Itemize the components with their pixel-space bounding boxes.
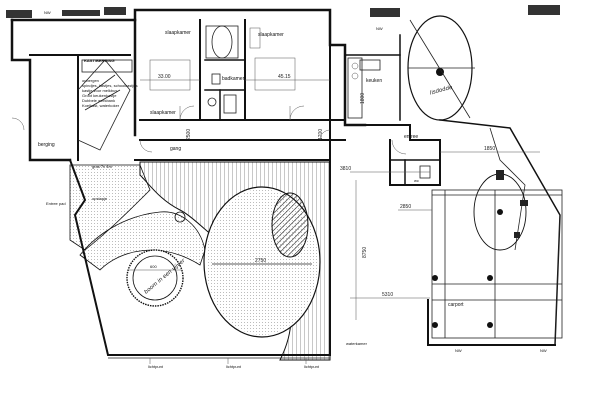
room-label-carport: carport <box>448 302 464 308</box>
kitchen-block <box>77 59 133 151</box>
dimension-d9: 1700 <box>318 129 324 140</box>
annotation-gras: gras 7x 4m <box>92 164 112 169</box>
dimension-lines <box>140 79 540 320</box>
kitchen-notes-title: KAST/BERGING <box>84 58 115 63</box>
room-label-berging: berging <box>38 142 55 148</box>
compass-label-nw-1: NW <box>44 10 51 15</box>
dimension-d8: 3810 <box>340 166 351 172</box>
dimension-d10: 2500 <box>186 129 192 140</box>
room-label-waterkamer: waterkamer <box>346 341 368 346</box>
large-tree-circle <box>407 15 475 121</box>
compass-label-nw-4: NW <box>540 348 547 353</box>
kitchen-note-line-3: kastje voor melkbus <box>82 88 117 93</box>
room-label-badkamer: badkamer <box>222 76 245 82</box>
tree-planter <box>126 211 186 307</box>
entry-wc-block <box>364 124 441 186</box>
annotation-hoogte: 600 <box>150 264 157 269</box>
room-label-slaapkamer-3: slaapkamer <box>150 110 176 116</box>
dimension-d6: 2850 <box>400 204 411 210</box>
room-label-slaapkamer-1: slaapkamer <box>165 30 191 36</box>
annotation-entreepad: Entree pad <box>46 201 66 206</box>
kitchen-note-line-4: Groot keukenkastje <box>82 93 117 98</box>
annotation-boom: lisdodde <box>429 85 454 97</box>
compass-label-nw-3: NW <box>455 348 462 353</box>
carport <box>427 189 563 346</box>
dimension-d1: 33.00 <box>158 74 171 80</box>
door-swings <box>11 105 331 153</box>
bottom-markers <box>149 358 307 364</box>
dimension-d11: 1800 <box>360 93 366 104</box>
boundary-hatching <box>6 5 560 18</box>
dimension-d5: 8750 <box>362 247 368 258</box>
dimension-d7: 1850 <box>484 146 495 152</box>
house-walls <box>10 8 401 162</box>
bottom-label-3: lichtpunt <box>304 364 320 369</box>
compass-label-nw-2: NW <box>376 26 383 31</box>
lawn-circle <box>203 186 321 338</box>
bottom-label-2: lichtpunt <box>226 364 242 369</box>
kitchen-right-units <box>347 57 381 119</box>
dimension-d2: 45.15 <box>278 74 291 80</box>
garden-boundary <box>68 158 331 359</box>
kitchen-note-line-6: Koelkast, waterkoker <box>82 103 120 108</box>
kitchen-note-line-5: Dubbele werkbank <box>82 98 115 103</box>
dimension-d3: 2750 <box>255 258 266 264</box>
room-label-slaapkamer-2: slaapkamer <box>258 32 284 38</box>
bedroom-furniture <box>149 27 296 91</box>
dimension-d4: 5310 <box>382 292 393 298</box>
bottom-label-1: lichtpunt <box>148 364 164 369</box>
room-label-keuken: keuken <box>366 78 382 84</box>
right-triangle-garden <box>439 119 561 346</box>
kitchen-note-line-1: opbergen <box>82 78 99 83</box>
room-label-entree: entree <box>404 134 418 140</box>
room-label-wc: wc <box>414 178 419 183</box>
bathroom-fixtures <box>205 25 239 114</box>
annotation-opstapje: opstapje <box>92 196 108 201</box>
kitchen-note-line-2: spindjes, kastjes, schoolkastjes <box>82 83 138 88</box>
room-label-gang: gang <box>170 146 181 152</box>
